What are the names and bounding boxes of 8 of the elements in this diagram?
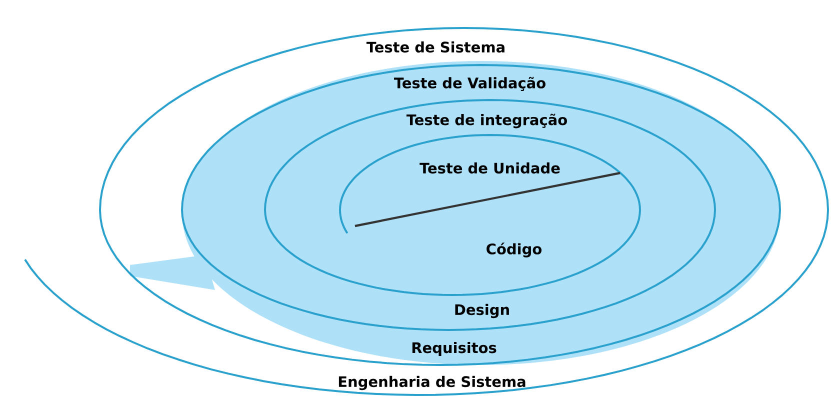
stage-label: Teste de Validação <box>394 76 546 92</box>
stage-label: Teste de integração <box>406 114 567 128</box>
stage-label: Requisitos <box>412 342 496 356</box>
stage-label: Design <box>455 304 509 318</box>
stage-label: Teste de Sistema <box>366 41 504 53</box>
stage-label: Engenharia de Sistema <box>338 376 526 390</box>
stage-label: Código <box>486 242 542 258</box>
stage-label: Teste de Unidade <box>420 162 560 174</box>
